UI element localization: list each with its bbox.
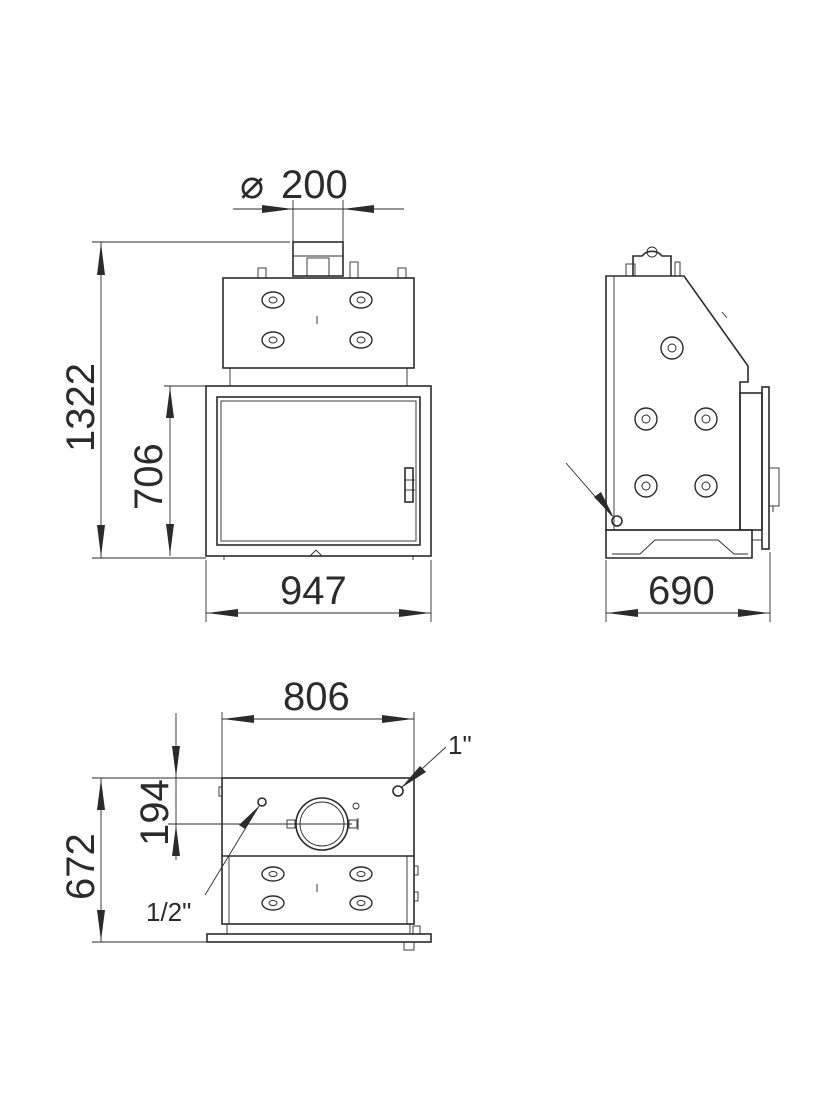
door-handle bbox=[404, 467, 415, 503]
side-frame bbox=[739, 392, 763, 531]
side-base bbox=[605, 529, 753, 559]
dimension-side-depth: 690 bbox=[605, 552, 771, 622]
dimension-flue: ⌀ 200 bbox=[233, 163, 404, 242]
top-width-label: 806 bbox=[283, 675, 350, 719]
side-ports bbox=[634, 336, 718, 498]
door-height-label: 706 bbox=[127, 443, 171, 510]
front-width-label: 947 bbox=[280, 569, 347, 613]
top-ports bbox=[261, 866, 373, 911]
half-inch-label: 1/2" bbox=[146, 897, 191, 927]
top-offset-label: 194 bbox=[133, 779, 177, 846]
top-view bbox=[206, 777, 432, 951]
one-inch-fitting bbox=[392, 785, 404, 797]
dimension-total-height: 1322 bbox=[59, 241, 290, 559]
top-body bbox=[221, 777, 415, 925]
lifting-eye bbox=[632, 250, 672, 276]
top-flue-collar bbox=[286, 797, 360, 851]
total-height-label: 1322 bbox=[59, 363, 103, 452]
callout-half-inch: 1/2" bbox=[146, 805, 260, 927]
callout-one-inch: 1" bbox=[401, 730, 472, 788]
door-frame bbox=[205, 385, 432, 557]
half-inch-fitting bbox=[257, 797, 267, 807]
diameter-symbol: ⌀ bbox=[240, 163, 264, 207]
glass-door bbox=[216, 396, 421, 546]
side-depth-label: 690 bbox=[648, 569, 715, 613]
dimension-top-depth: 672 bbox=[59, 777, 222, 943]
side-view bbox=[565, 246, 780, 559]
dimension-top-width: 806 bbox=[221, 675, 415, 778]
top-depth-label: 672 bbox=[59, 833, 103, 900]
dimension-front-width: 947 bbox=[205, 560, 432, 622]
front-view bbox=[205, 241, 432, 560]
side-body bbox=[605, 275, 749, 531]
dimension-door-height: 706 bbox=[127, 385, 206, 556]
flue-diameter-label: 200 bbox=[281, 163, 348, 207]
side-door-panel bbox=[761, 386, 770, 550]
top-front-frame bbox=[206, 933, 432, 943]
dimension-top-offset: 194 bbox=[133, 713, 292, 860]
front-ports bbox=[261, 291, 373, 349]
side-drain-fitting bbox=[611, 515, 623, 527]
flue-pipe bbox=[292, 241, 344, 277]
one-inch-label: 1" bbox=[448, 730, 472, 760]
upper-housing bbox=[222, 277, 415, 369]
